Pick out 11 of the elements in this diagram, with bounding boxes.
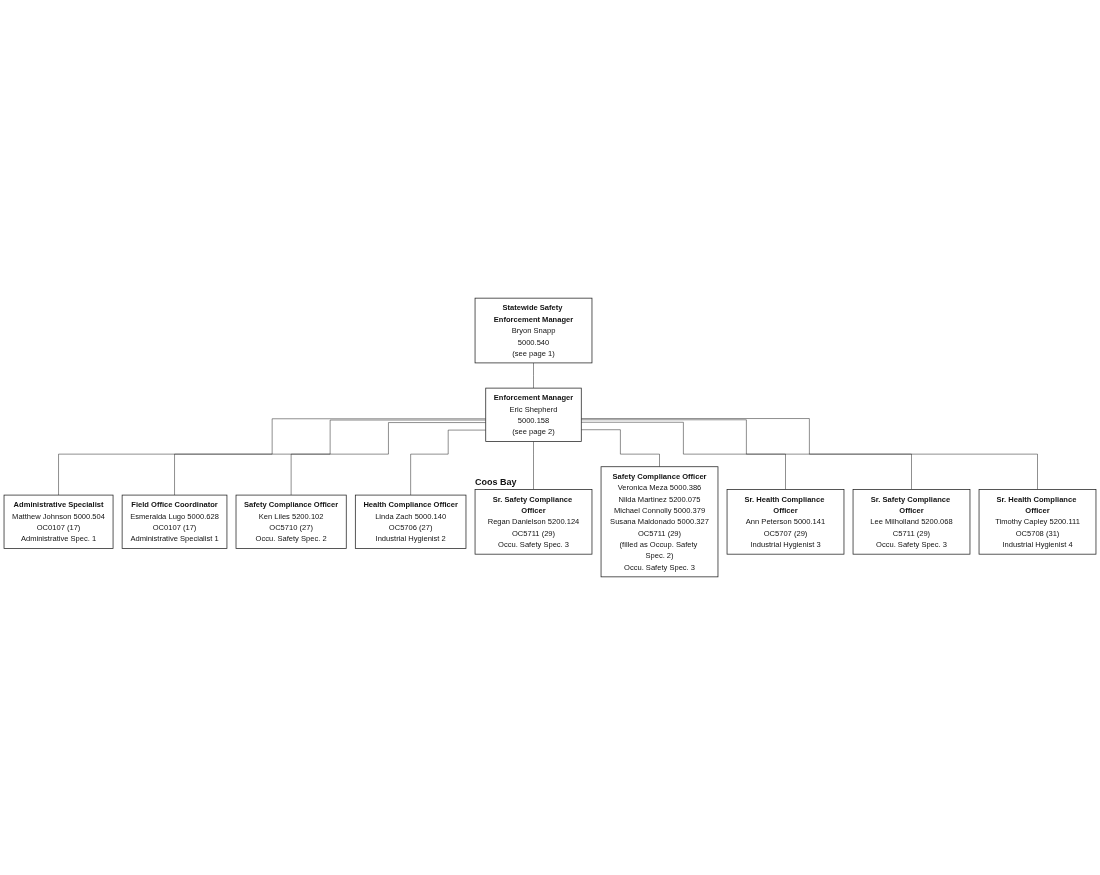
connector [581, 422, 786, 490]
connector [58, 418, 486, 496]
location-note: Coos Bay [475, 477, 517, 488]
connector [581, 418, 1038, 490]
connector [290, 422, 486, 496]
connector [410, 429, 486, 496]
connector [174, 419, 486, 496]
connector [581, 429, 660, 467]
connector [581, 419, 912, 490]
connector [533, 441, 534, 490]
connector [533, 362, 534, 389]
